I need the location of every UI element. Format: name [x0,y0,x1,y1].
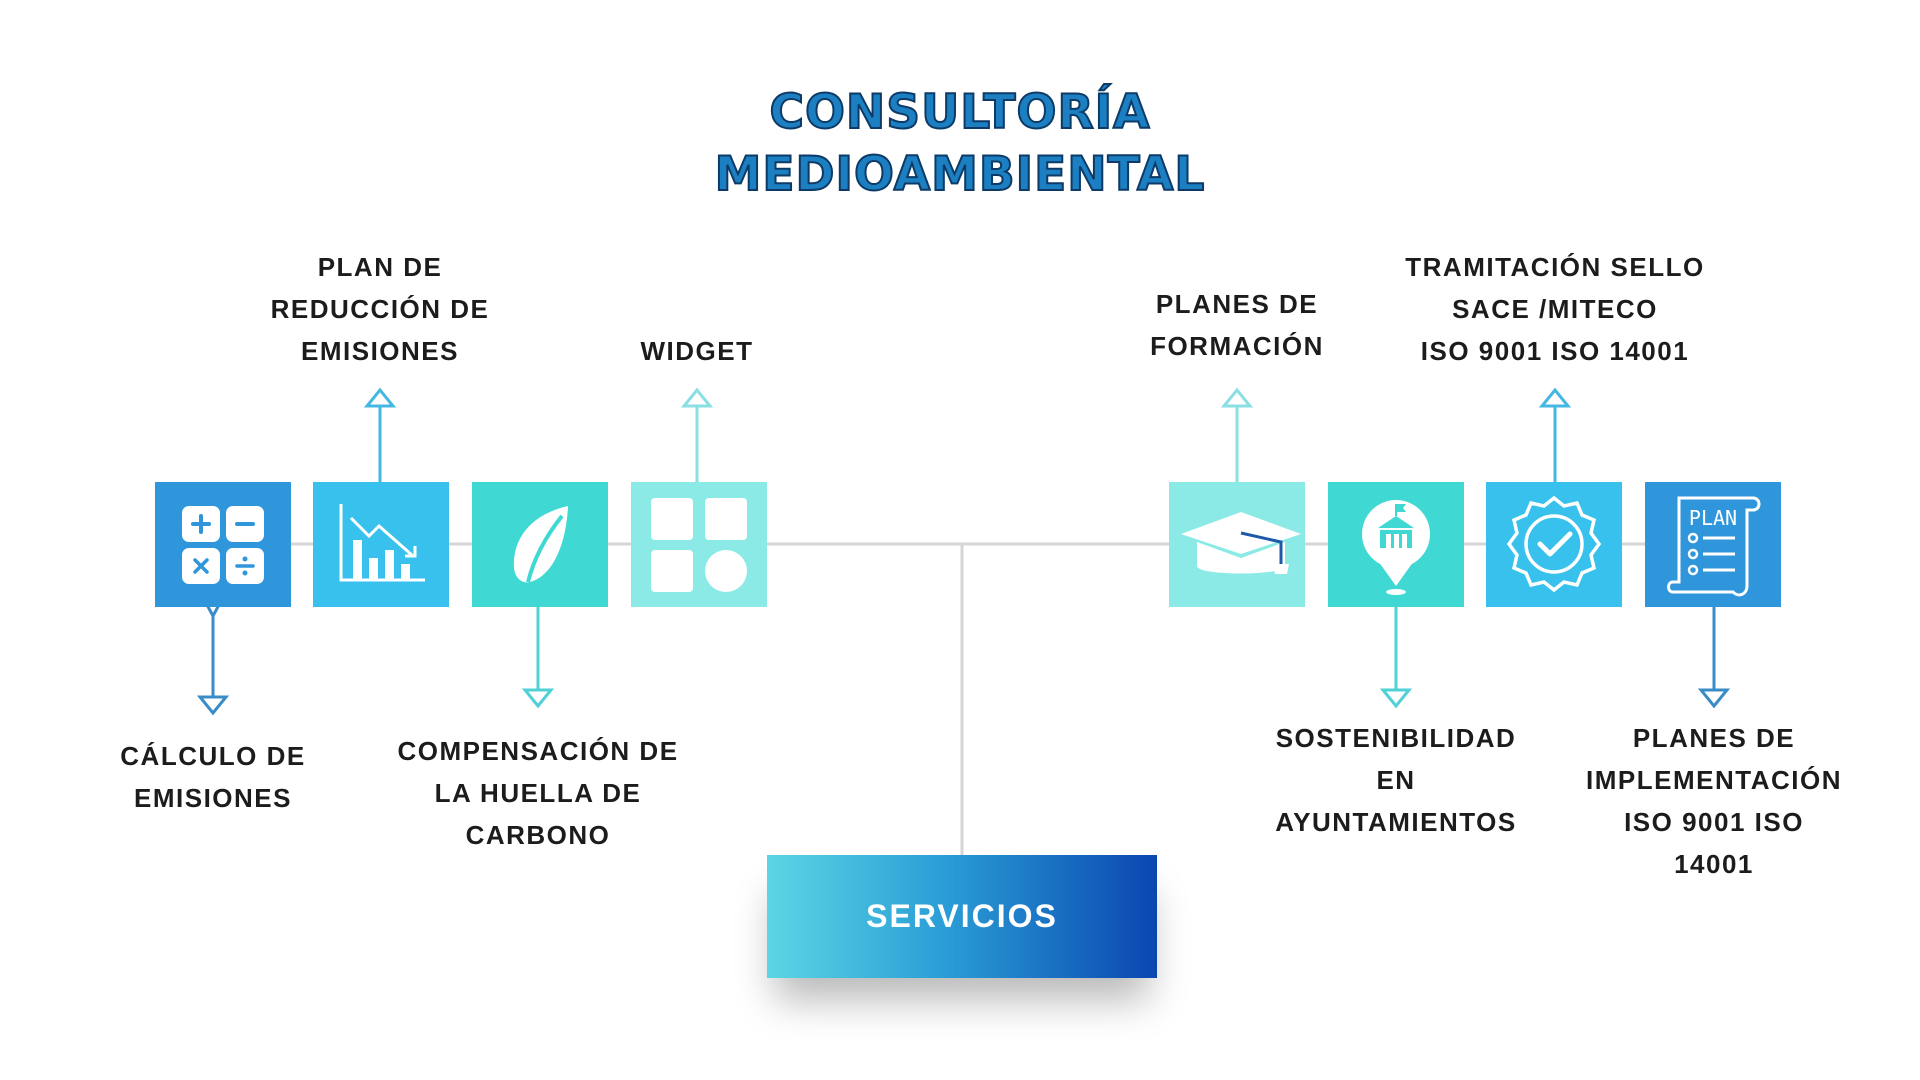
implementation-plan-tile[interactable]: PLAN [1645,482,1781,607]
plan-document-icon: PLAN [1667,496,1761,597]
label-plan-reduccion: PLAN DE REDUCCIÓN DE EMISIONES [250,246,510,372]
arrow-formacion [1220,387,1254,482]
label-line: TRAMITACIÓN SELLO [1405,252,1705,282]
arrow-compensacion [521,607,555,709]
town-hall-pin-icon [1362,500,1430,595]
label-line: AYUNTAMIENTOS [1275,807,1517,837]
label-line: SOSTENIBILIDAD [1275,723,1517,753]
emissions-reduction-tile[interactable] [313,482,449,607]
title-line-1: CONSULTORÍA [768,84,1151,141]
label-compensacion: COMPENSACIÓN DE LA HUELLA DE CARBONO [383,730,693,856]
arrow-reduccion [363,387,397,482]
label-line: IMPLEMENTACIÓN [1586,765,1842,795]
label-line: EN [1376,765,1416,795]
label-line: PLANES DE [1155,289,1319,319]
certified-badge-icon [1506,495,1602,593]
title-line-2: MEDIOAMBIENTAL [714,146,1206,203]
arrow-calculo [196,601,230,716]
label-line: LA HUELLA DE [434,778,642,808]
arrow-implementacion [1697,607,1731,709]
calculator-tile[interactable] [155,482,291,607]
label-line: COMPENSACIÓN DE [397,736,679,766]
widget-grid-icon [651,498,747,592]
label-line: ISO 9001 ISO 14001 [1420,336,1690,366]
graduation-cap-icon [1181,512,1301,574]
town-hall-tile[interactable] [1328,482,1464,607]
label-line: EMISIONES [134,783,292,813]
label-line: CÁLCULO DE [120,741,306,771]
arrow-sello [1538,387,1572,482]
label-line: CARBONO [465,820,611,850]
label-planes-formacion: PLANES DE FORMACIÓN [1107,283,1367,367]
label-sostenibilidad: SOSTENIBILIDAD EN AYUNTAMIENTOS [1251,717,1541,843]
carbon-offset-tile[interactable] [472,482,608,607]
label-line: EMISIONES [301,336,459,366]
label-line: SACE /MITECO [1452,294,1658,324]
page-title: CONSULTORÍA MEDIOAMBIENTAL [560,82,1360,206]
label-widget: WIDGET [607,330,787,372]
plan-icon-text: PLAN [1689,506,1737,530]
label-line: REDUCCIÓN DE [270,294,490,324]
label-planes-implementacion: PLANES DE IMPLEMENTACIÓN ISO 9001 ISO 14… [1564,717,1864,885]
calculator-icon [182,506,264,584]
label-line: WIDGET [640,336,754,366]
label-line: FORMACIÓN [1150,331,1324,361]
training-tile[interactable] [1169,482,1305,607]
label-line: ISO 9001 ISO [1624,807,1804,837]
label-line: PLAN DE [317,252,443,282]
leaf-icon [513,506,568,583]
label-calculo-emisiones: CÁLCULO DE EMISIONES [100,735,326,819]
bar-chart-decrease-icon [339,504,425,582]
label-line: PLANES DE [1632,723,1796,753]
arrow-widget [680,387,714,482]
arrow-ayuntamientos [1379,607,1413,709]
servicios-label: SERVICIOS [866,898,1058,934]
widget-tile[interactable] [631,482,767,607]
label-tramitacion-sello: TRAMITACIÓN SELLO SACE /MITECO ISO 9001 … [1380,246,1730,372]
servicios-box[interactable]: SERVICIOS [767,855,1157,978]
label-line: 14001 [1674,849,1754,879]
certification-tile[interactable] [1486,482,1622,607]
